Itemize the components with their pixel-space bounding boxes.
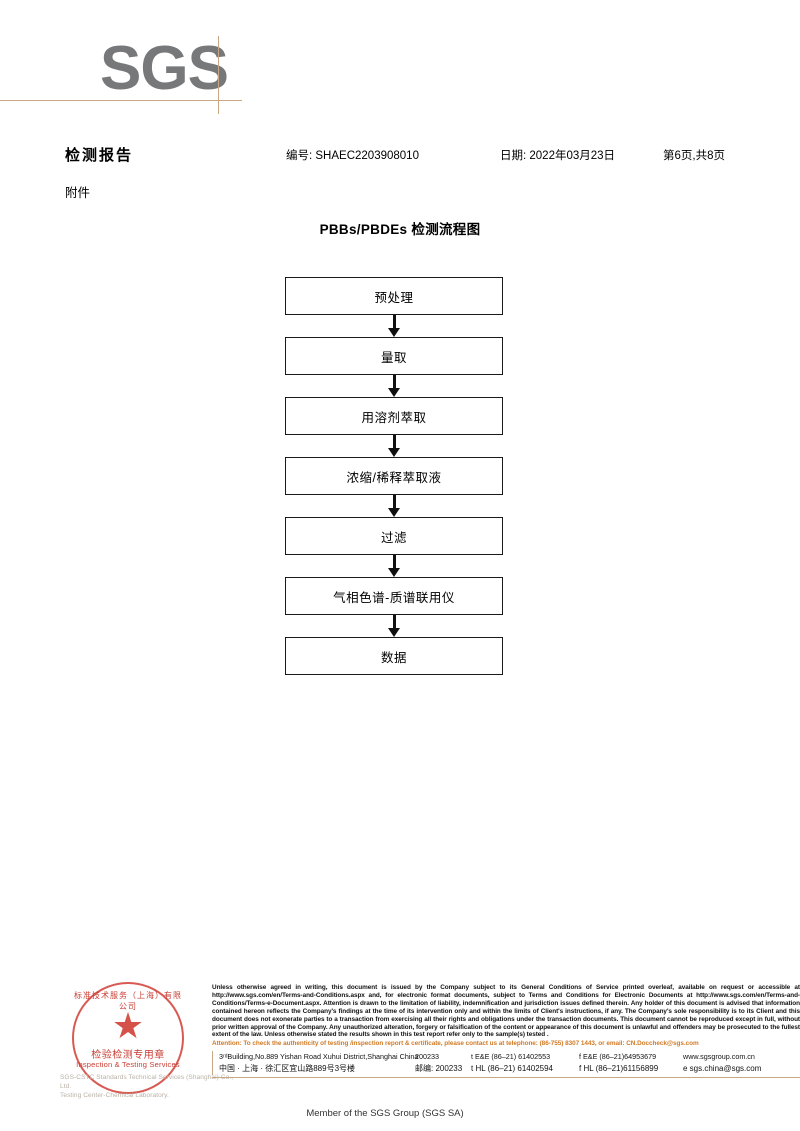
address-tel-ee: t E&E (86–21) 61402553 [471, 1052, 551, 1062]
address-row-english: 3ʳᵈBuilding,No.889 Yishan Road Xuhui Dis… [219, 1051, 800, 1063]
address-row-chinese: 中国 · 上海 · 徐汇区宜山路889号3号楼 邮编: 200233 t HL … [219, 1063, 800, 1075]
legal-disclaimer: Unless otherwise agreed in writing, this… [212, 984, 800, 1039]
report-number: 编号: SHAEC2203908010 [286, 150, 419, 162]
address-zip-cn: 邮编: 200233 [415, 1064, 463, 1074]
seal-english-text: Inspection & Testing Services [76, 1060, 180, 1069]
flow-node: 气相色谱-质谱联用仪 [285, 577, 503, 615]
flow-node: 数据 [285, 637, 503, 675]
footer-divider [212, 1077, 800, 1079]
flow-node: 过滤 [285, 517, 503, 555]
company-watermark: SGS-CSTC Standards Technical Services (S… [60, 1073, 240, 1100]
address-street-en: 3ʳᵈBuilding,No.889 Yishan Road Xuhui Dis… [219, 1052, 419, 1062]
seal-company-arc-text: 标准技术服务（上海）有限公司 [74, 991, 182, 1011]
arrow-shaft [393, 555, 396, 570]
flowchart: 预处理 量取 用溶剂萃取 浓缩/稀释萃取液 过滤 气相色谱-质谱联用仪 数据 [285, 277, 503, 675]
flow-node: 浓缩/稀释萃取液 [285, 457, 503, 495]
member-of-sgs-group: Member of the SGS Group (SGS SA) [306, 1108, 464, 1119]
document-footer: Unless otherwise agreed in writing, this… [212, 984, 800, 1079]
star-icon: ★ [111, 1005, 145, 1046]
flow-arrow [285, 555, 503, 577]
arrow-head-icon [388, 448, 400, 457]
address-website: www.sgsgroup.com.cn [683, 1052, 755, 1062]
arrow-shaft [393, 615, 396, 630]
arrow-head-icon [388, 628, 400, 637]
arrow-shaft [393, 375, 396, 390]
page-title: 检测报告 [65, 147, 134, 164]
seal-chinese-text: 检验检测专用章 [91, 1050, 165, 1061]
attention-notice: Attention: To check the authenticity of … [212, 1040, 699, 1048]
address-zip-en: 200233 [415, 1052, 439, 1062]
flow-node: 用溶剂萃取 [285, 397, 503, 435]
flow-arrow [285, 375, 503, 397]
page-indicator: 第6页,共8页 [663, 150, 725, 162]
arrow-shaft [393, 315, 396, 330]
sgs-logo: SGS [0, 34, 320, 118]
attachment-label: 附件 [65, 186, 91, 200]
address-email: e sgs.china@sgs.com [683, 1064, 762, 1074]
address-block: 3ʳᵈBuilding,No.889 Yishan Road Xuhui Dis… [212, 1051, 800, 1076]
arrow-head-icon [388, 388, 400, 397]
arrow-shaft [393, 435, 396, 450]
flow-arrow [285, 495, 503, 517]
logo-crosshair-vertical [218, 36, 219, 114]
watermark-line-1: SGS-CSTC Standards Technical Services (S… [60, 1074, 234, 1090]
flow-arrow [285, 315, 503, 337]
flow-node: 量取 [285, 337, 503, 375]
flow-arrow [285, 435, 503, 457]
flow-node: 预处理 [285, 277, 503, 315]
watermark-line-2: Testing Center-Chemical Laboratory. [60, 1092, 169, 1099]
logo-crosshair-horizontal [0, 100, 242, 101]
arrow-head-icon [388, 568, 400, 577]
seal-ring [72, 982, 184, 1094]
arrow-head-icon [388, 508, 400, 517]
flowchart-title: PBBs/PBDEs 检测流程图 [319, 222, 481, 237]
flow-arrow [285, 615, 503, 637]
arrow-shaft [393, 495, 396, 510]
address-fax-ee: f E&E (86–21)64953679 [579, 1052, 657, 1062]
logo-wordmark: SGS [100, 34, 229, 103]
address-fax-hl: f HL (86–21)61156899 [579, 1064, 659, 1074]
report-date: 日期: 2022年03月23日 [500, 150, 616, 162]
arrow-head-icon [388, 328, 400, 337]
address-street-cn: 中国 · 上海 · 徐汇区宜山路889号3号楼 [219, 1064, 356, 1074]
address-tel-hl: t HL (86–21) 61402594 [471, 1064, 553, 1074]
document-header: 检测报告 编号: SHAEC2203908010 日期: 2022年03月23日… [0, 140, 800, 200]
company-seal-stamp: 标准技术服务（上海）有限公司 ★ 检验检测专用章 Inspection & Te… [72, 982, 184, 1094]
